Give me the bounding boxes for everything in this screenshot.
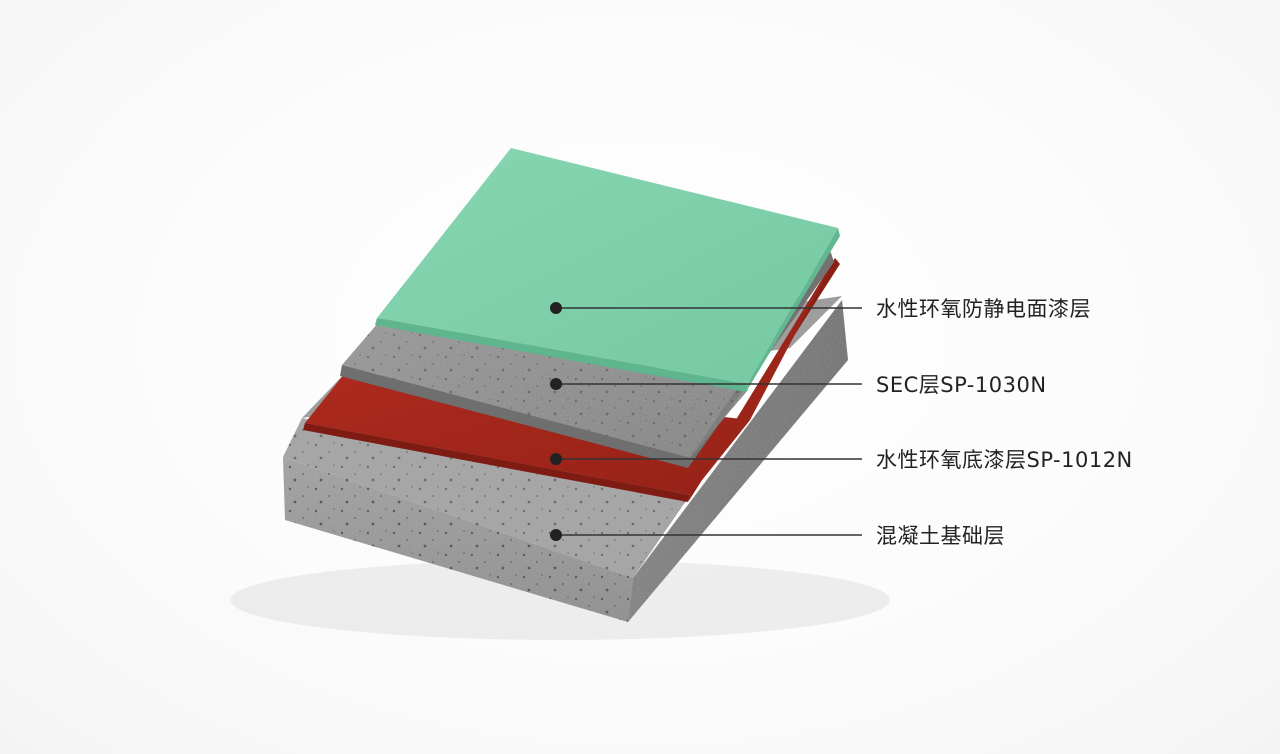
leader-line-4 [550, 529, 862, 541]
label-sec-layer: SEC层SP-1030N [876, 373, 1047, 397]
callout-dot-3 [550, 453, 562, 465]
leader-line-3 [550, 453, 862, 465]
label-topcoat-layer: 水性环氧防静电面漆层 [876, 297, 1091, 321]
leader-line-1 [550, 302, 862, 314]
callout-dot-2 [550, 378, 562, 390]
label-concrete-base-layer: 混凝土基础层 [876, 524, 1005, 548]
topcoat-layer [375, 148, 840, 392]
callout-dot-1 [550, 302, 562, 314]
primer-layer [303, 258, 840, 502]
callout-dot-4 [550, 529, 562, 541]
leader-line-2 [550, 378, 862, 390]
label-primer-layer: 水性环氧底漆层SP-1012N [876, 448, 1133, 472]
